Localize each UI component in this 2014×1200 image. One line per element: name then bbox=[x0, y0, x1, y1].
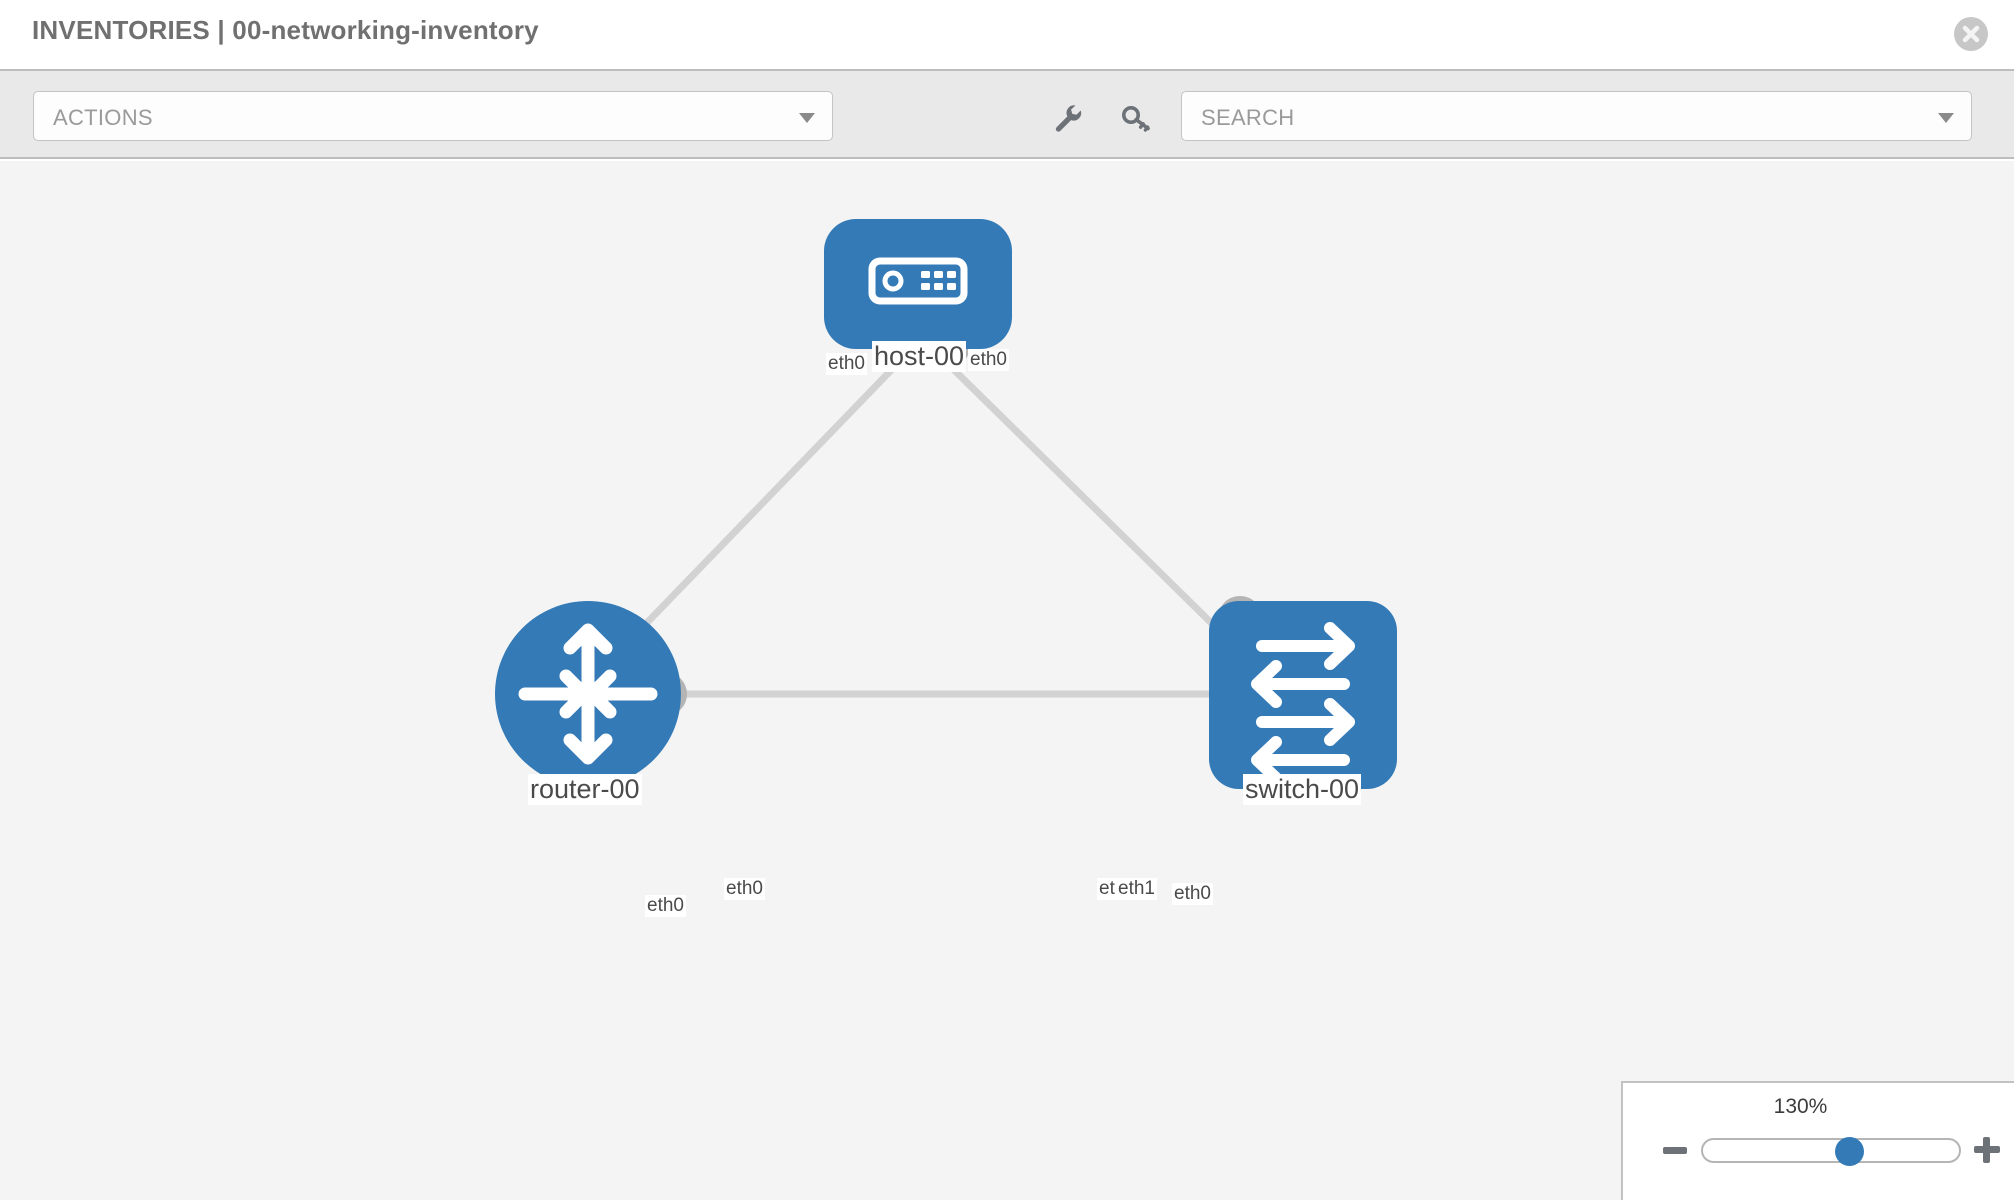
iface-label-host-eth0-left: eth0 bbox=[826, 353, 867, 375]
zoom-out-button[interactable] bbox=[1663, 1147, 1687, 1154]
zoom-in-button[interactable] bbox=[1974, 1137, 2000, 1163]
chevron-down-icon[interactable] bbox=[1938, 113, 1954, 123]
toolbar: ACTIONS SEARCH bbox=[0, 69, 2014, 159]
iface-label-host-eth0-right: eth0 bbox=[968, 349, 1009, 371]
search-placeholder: SEARCH bbox=[1201, 105, 1295, 130]
topology-canvas[interactable]: host-00 router-00 switch-00 eth0 eth0 et… bbox=[0, 161, 2014, 1200]
node-router-00 bbox=[495, 601, 681, 787]
node-switch-00 bbox=[1209, 601, 1397, 789]
page-title: INVENTORIES | 00-networking-inventory bbox=[32, 15, 539, 45]
actions-dropdown-label: ACTIONS bbox=[53, 105, 153, 130]
chevron-down-icon bbox=[799, 113, 815, 123]
topology-graph bbox=[495, 219, 1397, 789]
page-header: INVENTORIES | 00-networking-inventory bbox=[0, 0, 2014, 69]
zoom-slider-handle[interactable] bbox=[1835, 1137, 1864, 1166]
close-icon[interactable] bbox=[1954, 17, 1988, 51]
zoom-control-panel: 130% bbox=[1621, 1081, 2014, 1200]
node-label-host-00: host-00 bbox=[872, 341, 967, 372]
node-label-router-00: router-00 bbox=[528, 774, 642, 805]
zoom-slider[interactable] bbox=[1701, 1137, 1961, 1166]
iface-label-router-eth0-east: eth0 bbox=[724, 878, 765, 900]
actions-dropdown[interactable]: ACTIONS bbox=[33, 91, 833, 141]
iface-label-switch-eth0-north: eth0 bbox=[1172, 883, 1213, 905]
key-icon[interactable] bbox=[1119, 101, 1153, 135]
iface-label-router-eth0-north: eth0 bbox=[645, 895, 686, 917]
zoom-level-value: 130% bbox=[1773, 1095, 1828, 1118]
wrench-icon[interactable] bbox=[1051, 101, 1085, 135]
node-label-switch-00: switch-00 bbox=[1243, 774, 1362, 805]
link-host-switch bbox=[942, 358, 1253, 664]
link-host-router bbox=[607, 358, 903, 664]
search-input[interactable]: SEARCH bbox=[1181, 91, 1972, 141]
node-host-00 bbox=[824, 219, 1012, 349]
iface-label-switch-eth1: eth1 bbox=[1116, 878, 1157, 900]
interface-connectors bbox=[643, 324, 1262, 716]
